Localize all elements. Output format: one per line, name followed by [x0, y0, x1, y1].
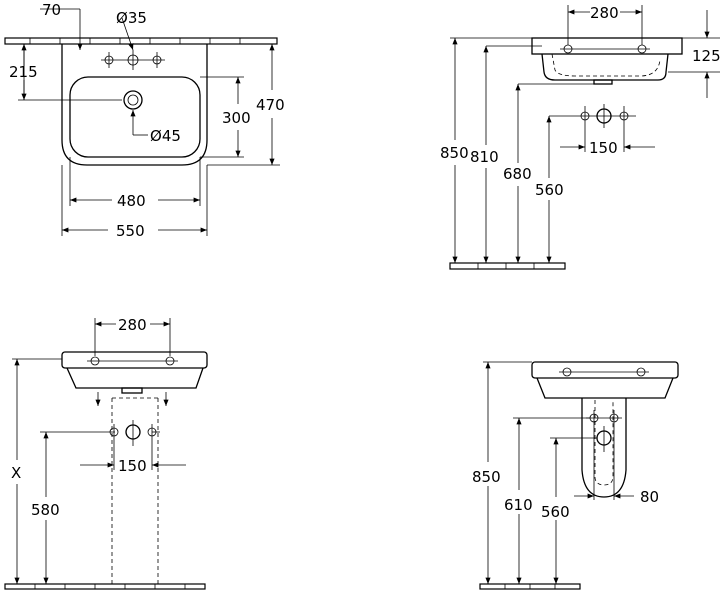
label-470: 470: [256, 96, 285, 114]
drain-plan: [123, 90, 143, 110]
label-150-tr: 150: [589, 139, 618, 157]
dim-550: 550: [61, 165, 208, 240]
dim-dia35: Ø35: [116, 9, 147, 51]
label-480: 480: [117, 192, 146, 210]
dim-810: 810: [470, 45, 542, 263]
label-560-tr: 560: [535, 181, 564, 199]
dim-470: 470: [207, 44, 285, 166]
bowl-outline-plan: [69, 76, 201, 158]
label-560-br: 560: [541, 503, 570, 521]
front-view-pedestal: 280 X 580 150: [4, 316, 208, 590]
label-680: 680: [503, 165, 532, 183]
tap-holes-plan: [101, 50, 165, 70]
basin-outline-plan: [61, 44, 208, 166]
dim-215: 215: [9, 44, 122, 101]
dim-80: 80: [574, 426, 659, 506]
basin-front-br: [531, 361, 679, 399]
dim-dia45: Ø45: [130, 110, 181, 145]
dim-300: 300: [200, 76, 251, 158]
basin-elevation-top-right: [531, 37, 683, 85]
floor-bottom-left: [4, 583, 206, 590]
dim-480: 480: [69, 157, 201, 210]
dim-280-bl: 280: [94, 316, 171, 356]
label-x: X: [11, 464, 21, 482]
label-dia35: Ø35: [116, 9, 147, 27]
top-view: 70 Ø35 215 Ø45 300: [4, 1, 285, 240]
label-300: 300: [222, 109, 251, 127]
label-80: 80: [640, 488, 659, 506]
label-280-tr: 280: [590, 4, 619, 22]
dim-680: 680: [503, 83, 594, 263]
label-850-br: 850: [472, 468, 501, 486]
label-150-bl: 150: [118, 457, 147, 475]
basin-front-bl: [61, 351, 208, 394]
wall-top-view: [4, 37, 278, 45]
supply-points-bl: [109, 420, 160, 470]
dim-70: 70: [40, 1, 83, 50]
dim-150-bl: 150: [80, 457, 186, 475]
dim-580: 580: [31, 431, 115, 584]
dim-850-br: 850: [472, 361, 532, 584]
label-215: 215: [9, 63, 38, 81]
label-125: 125: [692, 47, 721, 65]
label-dia45: Ø45: [150, 127, 181, 145]
label-850-tr: 850: [440, 144, 469, 162]
label-70: 70: [42, 1, 61, 19]
dim-125: 125: [668, 10, 721, 98]
dim-560-br: 560: [541, 437, 597, 584]
supply-points-br: [586, 410, 622, 452]
pedestal-bl: [111, 397, 159, 585]
semi-pedestal-br: [581, 398, 627, 498]
label-550: 550: [116, 222, 145, 240]
elevation-view-top-right: 280 125 850 810 680: [440, 4, 721, 270]
supply-points-tr: [580, 104, 629, 152]
dim-560-tr: 560: [535, 115, 636, 263]
label-580: 580: [31, 501, 60, 519]
mount-arrows-bl: [95, 392, 169, 406]
label-280-bl: 280: [118, 316, 147, 334]
dim-x: X: [11, 358, 62, 584]
dim-610: 610: [504, 417, 590, 584]
front-view-semi-pedestal: 850 610 560 80: [472, 361, 679, 590]
dim-850-tr: 850: [440, 38, 469, 263]
dim-280-top-right: 280: [567, 4, 643, 45]
label-810: 810: [470, 148, 499, 166]
label-610: 610: [504, 496, 533, 514]
floor-bottom-right: [479, 583, 581, 590]
dim-150-tr: 150: [560, 139, 655, 157]
floor-top-right: [449, 262, 566, 270]
